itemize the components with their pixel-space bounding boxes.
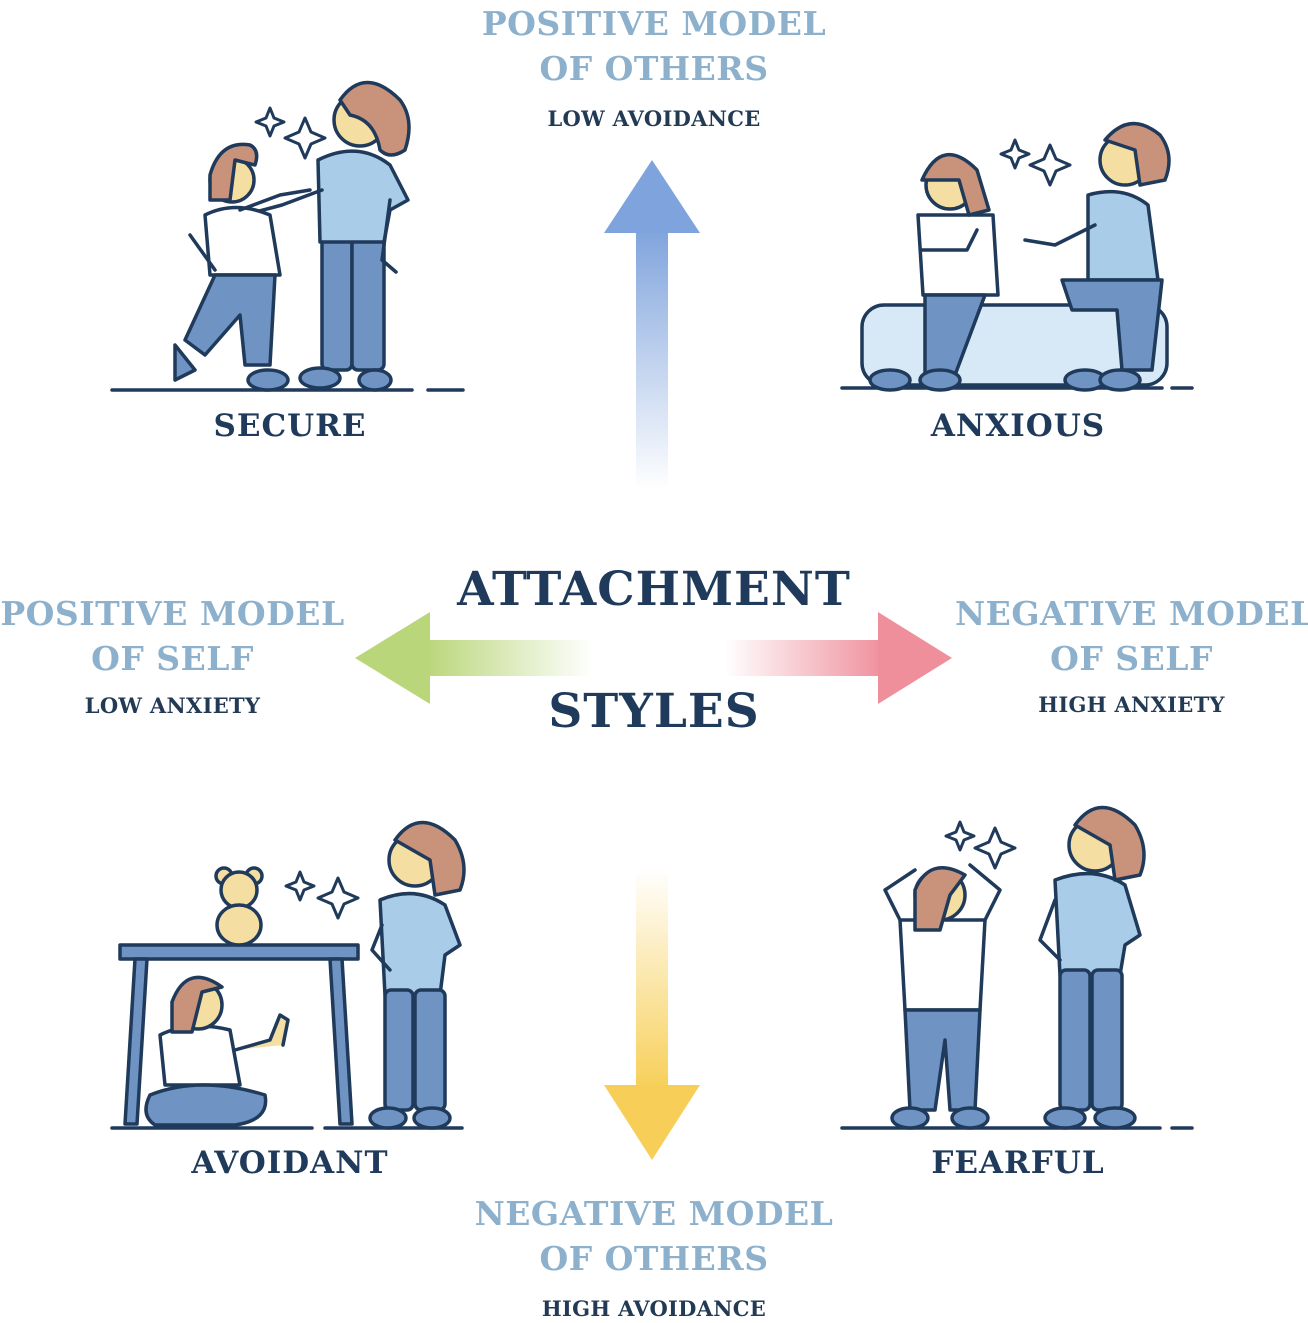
right-axis-line2: OF SELF: [1050, 639, 1213, 678]
avoidant-illustration: [110, 820, 466, 1130]
top-axis-line1: POSITIVE MODEL: [481, 4, 827, 43]
quadrant-avoidant-label: AVOIDANT: [191, 1145, 389, 1181]
arrow-right: [725, 612, 952, 704]
arrow-down: [604, 868, 700, 1160]
bottom-axis-line2: OF OTHERS: [539, 1239, 769, 1278]
arrow-left: [355, 612, 593, 704]
top-axis-line2: OF OTHERS: [539, 49, 769, 88]
arrow-up: [604, 160, 700, 490]
left-axis-sub: LOW ANXIETY: [84, 693, 261, 718]
fearful-illustration: [840, 805, 1194, 1130]
right-axis-sub: HIGH ANXIETY: [1038, 692, 1225, 717]
quadrant-anxious-label: ANXIOUS: [930, 408, 1106, 444]
top-axis-sub: LOW AVOIDANCE: [547, 106, 761, 131]
left-axis-line1: POSITIVE MODEL: [0, 594, 345, 633]
right-axis-line1: NEGATIVE MODEL: [955, 594, 1308, 633]
secure-illustration: [110, 80, 465, 392]
quadrant-fearful-label: FEARFUL: [931, 1145, 1105, 1181]
anxious-illustration: [840, 121, 1194, 392]
title-line1: ATTACHMENT: [457, 562, 851, 617]
quadrant-secure-label: SECURE: [213, 408, 367, 444]
bottom-axis-sub: HIGH AVOIDANCE: [541, 1296, 767, 1321]
left-axis-line2: OF SELF: [91, 639, 254, 678]
bottom-axis-line1: NEGATIVE MODEL: [474, 1194, 834, 1233]
title-line2: STYLES: [548, 684, 760, 739]
